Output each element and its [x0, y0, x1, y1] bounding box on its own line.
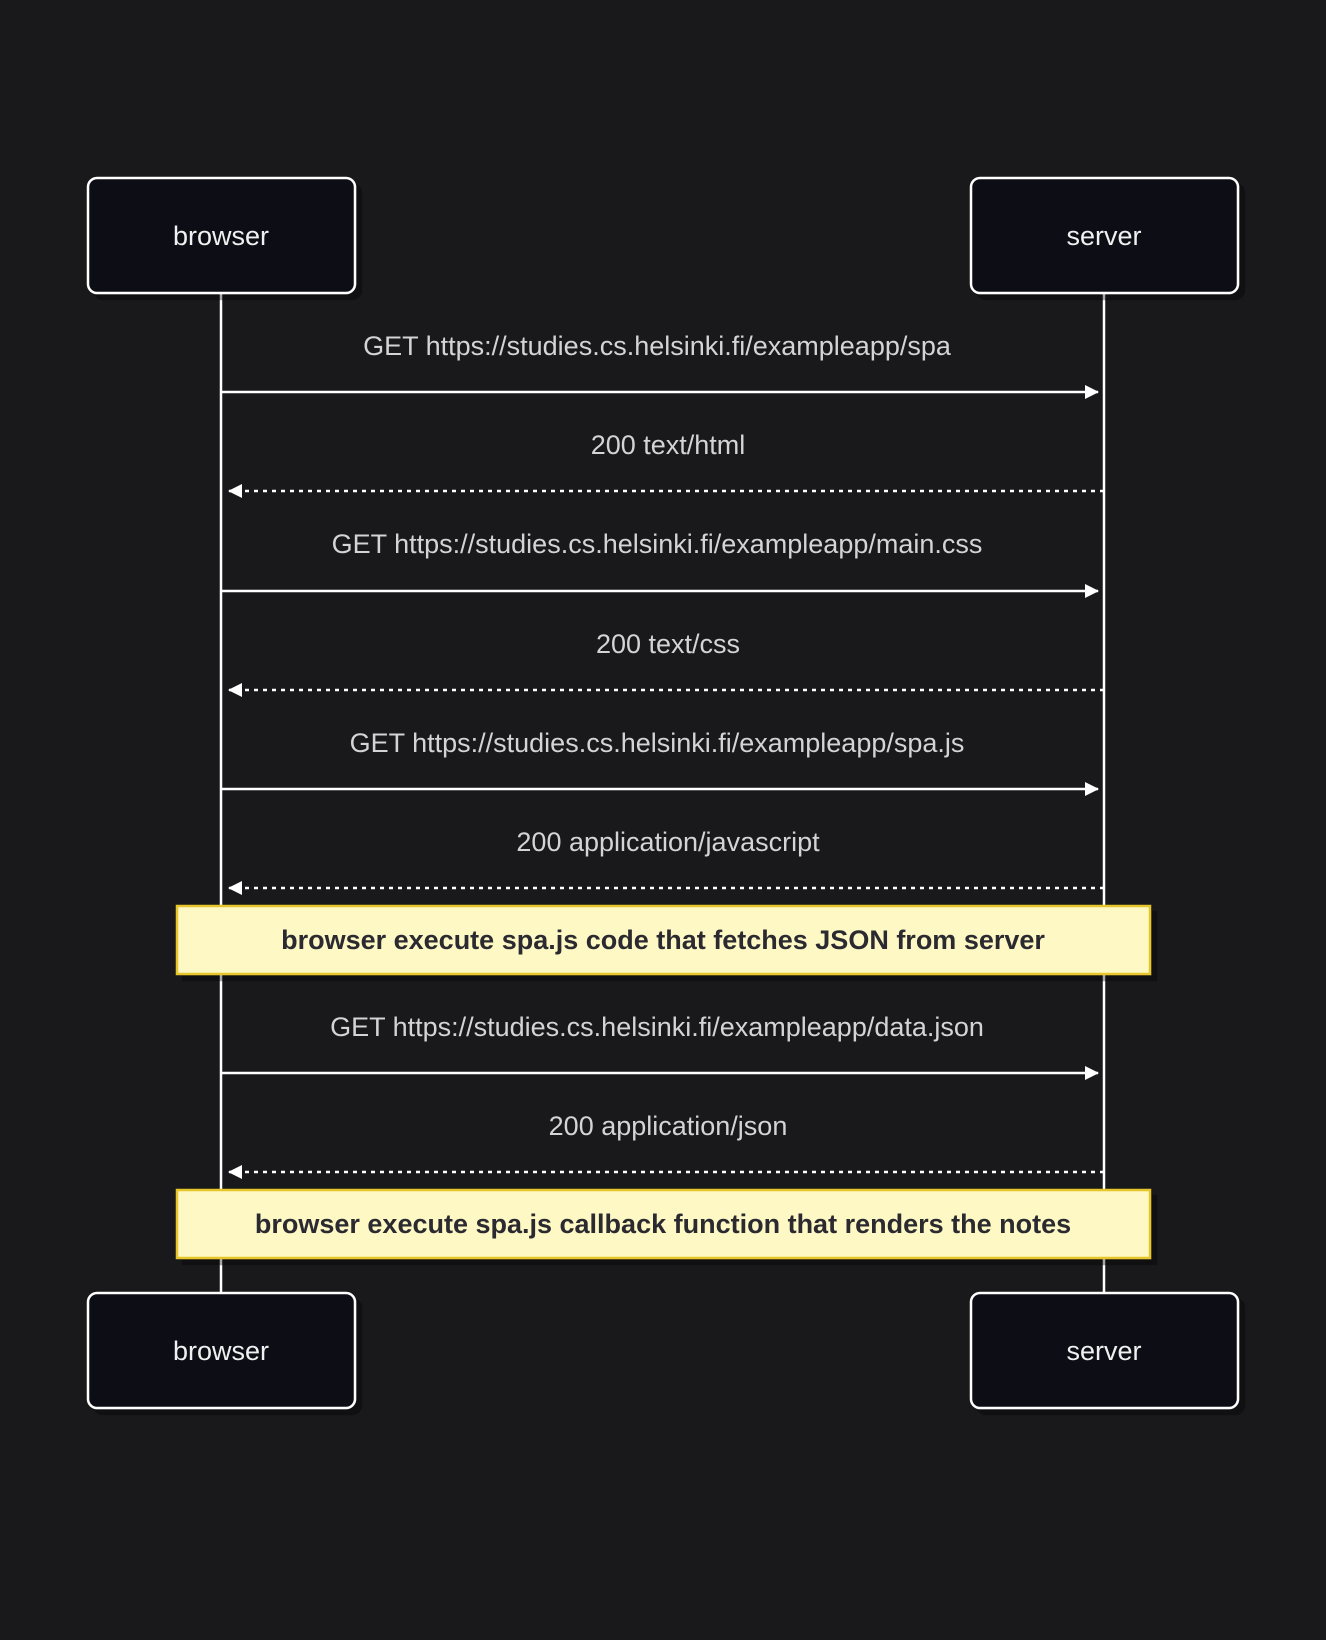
- actor-browser-top-label: browser: [173, 221, 269, 251]
- note: browser execute spa.js code that fetches…: [175, 904, 1152, 976]
- message-label: GET https://studies.cs.helsinki.fi/examp…: [363, 331, 952, 361]
- note: browser execute spa.js callback function…: [175, 1188, 1152, 1260]
- actor-browser-top: browser: [86, 176, 357, 295]
- message-label: 200 text/css: [596, 629, 740, 659]
- message-label: GET https://studies.cs.helsinki.fi/examp…: [330, 1012, 984, 1042]
- note-text: browser execute spa.js code that fetches…: [281, 925, 1045, 955]
- message-label: GET https://studies.cs.helsinki.fi/examp…: [332, 529, 983, 559]
- message-label: 200 application/json: [549, 1111, 788, 1141]
- actor-server-bottom: server: [969, 1291, 1240, 1410]
- message-label: GET https://studies.cs.helsinki.fi/examp…: [350, 728, 965, 758]
- actor-server-top: server: [969, 176, 1240, 295]
- note-text: browser execute spa.js callback function…: [255, 1209, 1071, 1239]
- actor-server-top-label: server: [1066, 221, 1141, 251]
- actor-browser-bottom: browser: [86, 1291, 357, 1410]
- message-label: 200 text/html: [591, 430, 746, 460]
- actor-browser-bottom-label: browser: [173, 1336, 269, 1366]
- actor-server-bottom-label: server: [1066, 1336, 1141, 1366]
- message-label: 200 application/javascript: [516, 827, 820, 857]
